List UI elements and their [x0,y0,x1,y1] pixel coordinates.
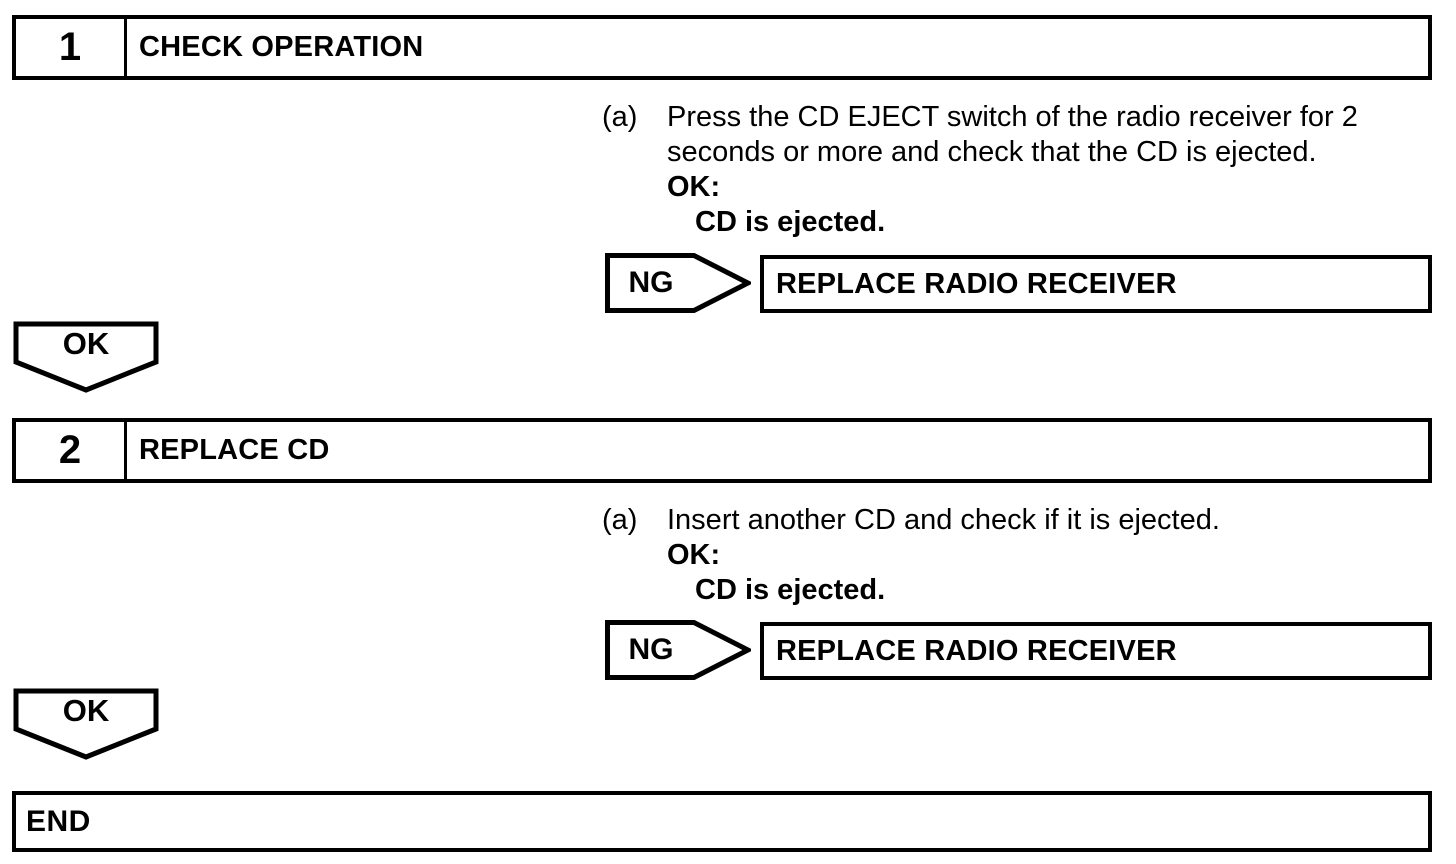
step-1-title: CHECK OPERATION [139,31,424,63]
step-2-number: 2 [16,422,127,479]
ok-pentagon-icon [13,321,159,393]
step-1-ng-action-box: REPLACE RADIO RECEIVER [760,255,1432,313]
step-1-number: 1 [16,19,127,76]
step-1-header-box: 1 CHECK OPERATION [12,15,1432,80]
step-1-substep-a: (a) Press the CD EJECT switch of the rad… [602,100,1447,170]
step-2-ng-action-box: REPLACE RADIO RECEIVER [760,622,1432,680]
ng-action-text: REPLACE RADIO RECEIVER [776,634,1177,667]
step-2-substep-a: (a) Insert another CD and check if it is… [602,503,1447,538]
ng-arrow-icon: NG [605,253,751,313]
ok-connector-label: OK [62,326,110,361]
ng-label: NG [628,633,674,666]
step-2-ok-connector: OK [13,688,159,760]
end-box: END [12,791,1432,852]
substep-text: Insert another CD and check if it is eje… [667,504,1220,536]
substep-text: Press the CD EJECT switch of the radio r… [667,101,1358,168]
step-2-instructions: (a) Insert another CD and check if it is… [602,503,1447,608]
ok-criteria-label: OK: [667,171,721,203]
end-label: END [26,804,91,838]
ok-criteria-condition: CD is ejected. [695,206,886,238]
step-1-instructions: (a) Press the CD EJECT switch of the rad… [602,100,1447,240]
ok-connector-label: OK [62,693,110,728]
step-2-title: REPLACE CD [139,434,330,466]
step-1-ok-connector: OK [13,321,159,393]
ng-label: NG [628,266,674,299]
ng-arrow-icon: NG [605,620,751,680]
substep-label: (a) [602,504,638,536]
ok-criteria-label: OK: [667,539,721,571]
ok-criteria-condition: CD is ejected. [695,574,886,606]
step-2-header-box: 2 REPLACE CD [12,418,1432,483]
substep-label: (a) [602,101,638,133]
ok-pentagon-icon [13,688,159,760]
ng-action-text: REPLACE RADIO RECEIVER [776,267,1177,300]
